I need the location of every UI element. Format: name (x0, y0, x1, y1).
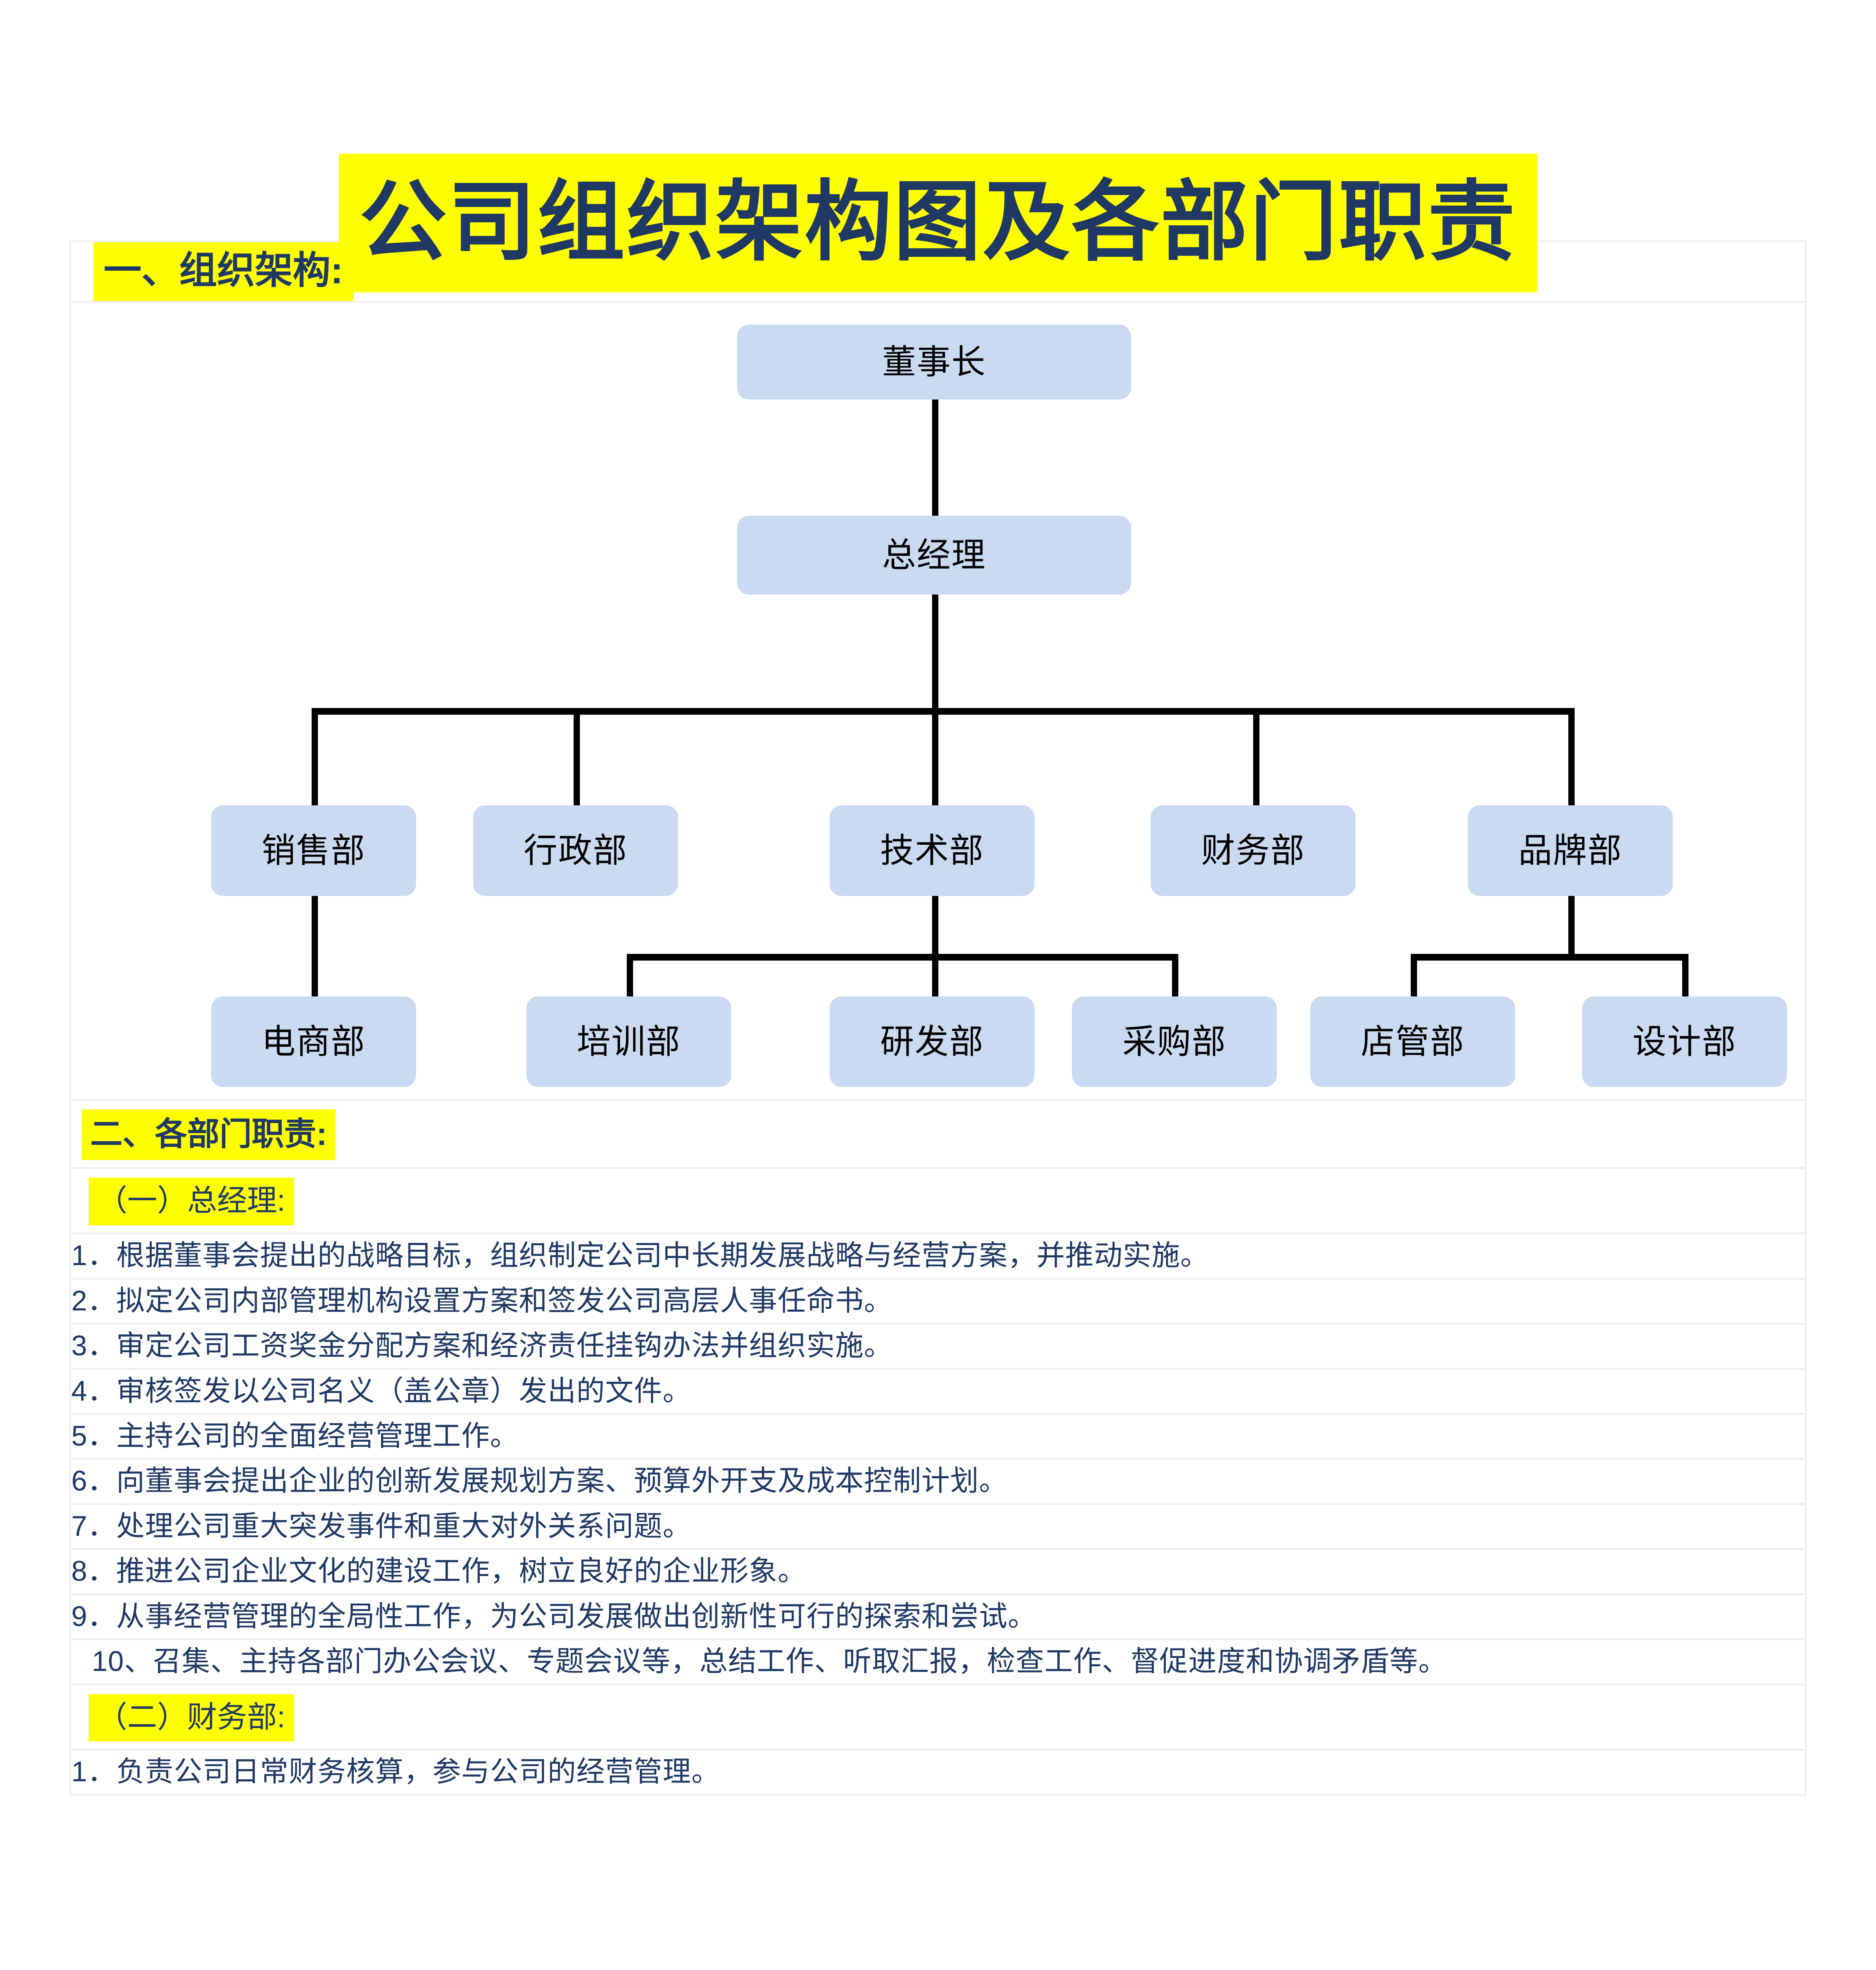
org-node-sales[interactable]: 销售部 (211, 805, 416, 896)
connector-tech-stem (932, 894, 938, 959)
duty-text: 9．从事经营管理的全局性工作，为公司发展做出创新性可行的探索和尝试。 (71, 1600, 1037, 1632)
org-node-purchasing[interactable]: 采购部 (1072, 996, 1277, 1087)
connector-brand-bus (1411, 953, 1688, 961)
org-node-label: 总经理 (882, 536, 986, 574)
table-row: 10、召集、主持各部门办公会议、专题会议等，总结工作、听取汇报，检查工作、督促进… (69, 1638, 1807, 1686)
org-node-ecommerce[interactable]: 电商部 (211, 996, 416, 1087)
subsection-finance-cell: （二）财务部: (69, 1683, 1807, 1751)
duty-item-gm-8: 8．推进公司企业文化的建设工作，树立良好的企业形象。 (69, 1548, 1807, 1595)
org-node-label: 培训部 (577, 1022, 681, 1061)
connector-chairman-gm (932, 397, 938, 516)
org-node-label: 销售部 (262, 831, 366, 870)
subsection-gm-cell: （一）总经理: (69, 1167, 1807, 1235)
connector-tech-bus (627, 953, 1178, 961)
connector-tech-training (627, 953, 633, 1001)
org-node-rnd[interactable]: 研发部 (830, 996, 1035, 1087)
connector-bus-sales (312, 708, 318, 807)
page-title: 公司组织架构图及各部门职责 (339, 154, 1537, 293)
org-node-brand[interactable]: 品牌部 (1468, 805, 1673, 896)
org-node-label: 品牌部 (1518, 831, 1622, 870)
table-row: 3．审定公司工资奖金分配方案和经济责任挂钩办法并组织实施。 (69, 1323, 1807, 1370)
duty-item-gm-1: 1．根据董事会提出的战略目标，组织制定公司中长期发展战略与经营方案，并推动实施。 (69, 1232, 1807, 1280)
duty-item-gm-9: 9．从事经营管理的全局性工作，为公司发展做出创新性可行的探索和尝试。 (69, 1593, 1807, 1641)
table-row: （一）总经理: (69, 1167, 1807, 1235)
org-node-training[interactable]: 培训部 (526, 996, 731, 1087)
connector-brand-store (1411, 953, 1417, 1001)
org-node-label: 技术部 (880, 831, 984, 870)
connector-gm-bus (312, 708, 1574, 715)
org-node-general-manager[interactable]: 总经理 (737, 515, 1131, 595)
org-node-admin[interactable]: 行政部 (473, 805, 678, 896)
duty-text: 3．审定公司工资奖金分配方案和经济责任挂钩办法并组织实施。 (71, 1330, 893, 1362)
connector-tech-purchase (1172, 953, 1178, 1001)
org-node-label: 电商部 (262, 1022, 366, 1061)
table-row: 4．审核签发以公司名义（盖公章）发出的文件。 (69, 1368, 1807, 1415)
table-row: 二、各部门职责: (69, 1098, 1807, 1169)
connector-bus-tech (932, 708, 938, 807)
connector-bus-finance (1253, 708, 1259, 807)
duty-text: 2．拟定公司内部管理机构设置方案和签发公司高层人事任命书。 (71, 1285, 893, 1317)
duty-text: 6．向董事会提出企业的创新发展规划方案、预算外开支及成本控制计划。 (71, 1465, 1008, 1497)
duty-item-gm-2: 2．拟定公司内部管理机构设置方案和签发公司高层人事任命书。 (69, 1277, 1807, 1325)
duty-text: 7．处理公司重大突发事件和重大对外关系问题。 (71, 1510, 692, 1542)
duty-item-gm-7: 7．处理公司重大突发事件和重大对外关系问题。 (69, 1503, 1807, 1550)
table-row: 5．主持公司的全面经营管理工作。 (69, 1412, 1807, 1460)
duty-item-finance-1: 1．负责公司日常财务核算，参与公司的经营管理。 (69, 1749, 1807, 1796)
org-node-chairman[interactable]: 董事长 (737, 324, 1131, 400)
connector-sales-ecommerce (312, 894, 318, 1000)
connector-brand-design (1682, 953, 1688, 1001)
org-node-label: 行政部 (524, 831, 628, 870)
duty-text: 4．审核签发以公司名义（盖公章）发出的文件。 (71, 1375, 692, 1407)
connector-bus-brand (1568, 708, 1575, 807)
subsection-heading-finance: （二）财务部: (89, 1694, 294, 1742)
table-row: 9．从事经营管理的全局性工作，为公司发展做出创新性可行的探索和尝试。 (69, 1593, 1807, 1641)
org-node-label: 财务部 (1201, 831, 1305, 870)
subsection-heading-general-manager: （一）总经理: (89, 1178, 294, 1226)
duty-text: 1．根据董事会提出的战略目标，组织制定公司中长期发展战略与经营方案，并推动实施。 (71, 1240, 1209, 1272)
duties-heading-cell: 二、各部门职责: (69, 1098, 1807, 1169)
duty-text: 1．负责公司日常财务核算，参与公司的经营管理。 (71, 1756, 721, 1788)
table-row: 1．根据董事会提出的战略目标，组织制定公司中长期发展战略与经营方案，并推动实施。 (69, 1232, 1807, 1280)
duty-text: 10、召集、主持各部门办公会议、专题会议等，总结工作、听取汇报，检查工作、督促进… (92, 1646, 1447, 1678)
duty-item-gm-4: 4．审核签发以公司名义（盖公章）发出的文件。 (69, 1368, 1807, 1415)
connector-brand-stem (1568, 894, 1575, 959)
org-chart-cell: 董事长 总经理 销售部 行政部 技术部 (69, 301, 1807, 1101)
table-row: （二）财务部: (69, 1683, 1807, 1751)
duty-text: 5．主持公司的全面经营管理工作。 (71, 1420, 519, 1452)
org-node-label: 设计部 (1633, 1022, 1737, 1061)
section-heading-org: 一、组织架构: (93, 242, 353, 301)
org-node-label: 研发部 (880, 1022, 984, 1061)
org-node-store-management[interactable]: 店管部 (1310, 996, 1515, 1087)
org-node-design[interactable]: 设计部 (1582, 996, 1787, 1087)
org-node-finance[interactable]: 财务部 (1151, 805, 1356, 896)
table-row: 董事长 总经理 销售部 行政部 技术部 (69, 301, 1807, 1101)
duty-item-gm-5: 5．主持公司的全面经营管理工作。 (69, 1412, 1807, 1460)
table-row: 8．推进公司企业文化的建设工作，树立良好的企业形象。 (69, 1548, 1807, 1595)
connector-bus-admin (574, 708, 580, 807)
connector-tech-rnd (932, 953, 938, 1001)
org-node-label: 采购部 (1122, 1022, 1226, 1061)
table-row: 1．负责公司日常财务核算，参与公司的经营管理。 (69, 1749, 1807, 1796)
title-area: 公司组织架构图及各部门职责 (0, 0, 1876, 293)
table-row: 7．处理公司重大突发事件和重大对外关系问题。 (69, 1503, 1807, 1550)
table-row: 2．拟定公司内部管理机构设置方案和签发公司高层人事任命书。 (69, 1277, 1807, 1325)
org-node-label: 董事长 (882, 343, 986, 381)
duty-item-gm-3: 3．审定公司工资奖金分配方案和经济责任挂钩办法并组织实施。 (69, 1323, 1807, 1370)
duty-item-gm-6: 6．向董事会提出企业的创新发展规划方案、预算外开支及成本控制计划。 (69, 1458, 1807, 1505)
duty-item-gm-10: 10、召集、主持各部门办公会议、专题会议等，总结工作、听取汇报，检查工作、督促进… (69, 1638, 1807, 1686)
org-chart: 董事长 总经理 销售部 行政部 技术部 (71, 303, 1805, 1099)
duty-text: 8．推进公司企业文化的建设工作，树立良好的企业形象。 (71, 1556, 807, 1587)
table-row: 6．向董事会提出企业的创新发展规划方案、预算外开支及成本控制计划。 (69, 1458, 1807, 1505)
connector-gm-down (932, 594, 938, 713)
org-node-label: 店管部 (1361, 1022, 1465, 1061)
org-node-technology[interactable]: 技术部 (830, 805, 1035, 896)
document-table: 一、组织架构: (69, 240, 1807, 1796)
section-heading-duties: 二、各部门职责: (82, 1109, 336, 1160)
